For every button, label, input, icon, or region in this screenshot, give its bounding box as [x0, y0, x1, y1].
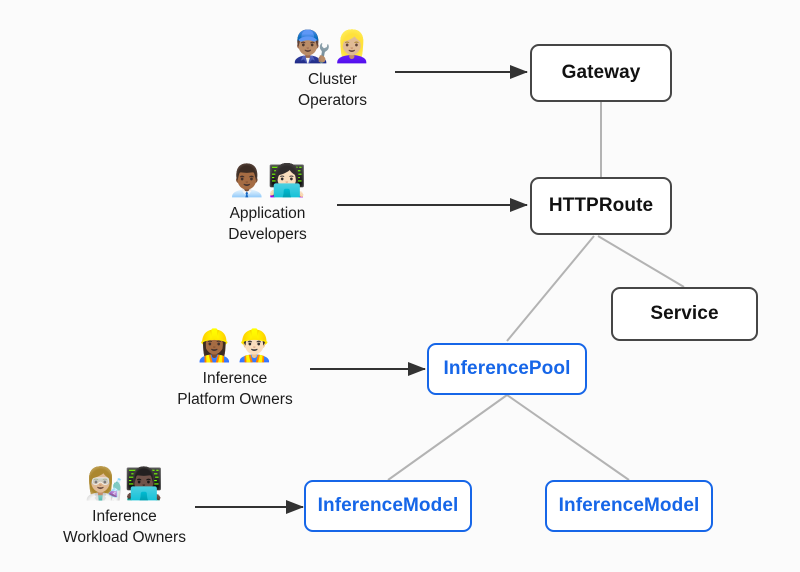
node-inferencemodel-right-label: InferenceModel — [558, 495, 700, 516]
inference-platform-owners-label: Inference Platform Owners — [177, 370, 293, 408]
actor-inference-workload-owners: 👩🏼‍🔬👨🏿‍💻 Inference Workload Owners — [47, 465, 202, 548]
actor-inference-platform-owners: 👷🏾‍♀️👷🏻‍♂️ Inference Platform Owners — [160, 327, 310, 410]
edge-inferencepool-inferencemodel-left — [387, 394, 508, 481]
node-service[interactable]: Service — [611, 287, 758, 341]
application-developers-label: Application Developers — [228, 205, 307, 243]
edge-httproute-inferencepool — [506, 235, 595, 342]
node-inferencepool[interactable]: InferencePool — [427, 343, 587, 395]
cluster-operators-label: Cluster Operators — [298, 71, 367, 109]
node-inferencemodel-right[interactable]: InferenceModel — [545, 480, 713, 532]
node-httproute[interactable]: HTTPRoute — [530, 177, 672, 235]
edge-httproute-service — [597, 235, 685, 288]
node-gateway[interactable]: Gateway — [530, 44, 672, 102]
node-inferencemodel-left-label: InferenceModel — [317, 495, 459, 516]
edge-inferencepool-inferencemodel-right — [506, 394, 630, 481]
node-httproute-label: HTTPRoute — [548, 195, 654, 216]
node-inferencemodel-left[interactable]: InferenceModel — [304, 480, 472, 532]
node-inferencepool-label: InferencePool — [443, 358, 571, 379]
actor-cluster-operators: 👨🏽‍🔧👱🏼‍♀️ Cluster Operators — [265, 28, 400, 111]
actor-application-developers: 👨🏾‍💼👩🏻‍💻 Application Developers — [200, 162, 335, 245]
inference-workload-owners-label: Inference Workload Owners — [63, 508, 186, 546]
cluster-operators-emoji: 👨🏽‍🔧👱🏼‍♀️ — [292, 29, 373, 65]
application-developers-emoji: 👨🏾‍💼👩🏻‍💻 — [227, 163, 308, 199]
node-gateway-label: Gateway — [561, 62, 641, 83]
inference-workload-owners-emoji: 👩🏼‍🔬👨🏿‍💻 — [84, 466, 165, 502]
node-service-label: Service — [650, 303, 719, 324]
inference-platform-owners-emoji: 👷🏾‍♀️👷🏻‍♂️ — [195, 328, 275, 364]
